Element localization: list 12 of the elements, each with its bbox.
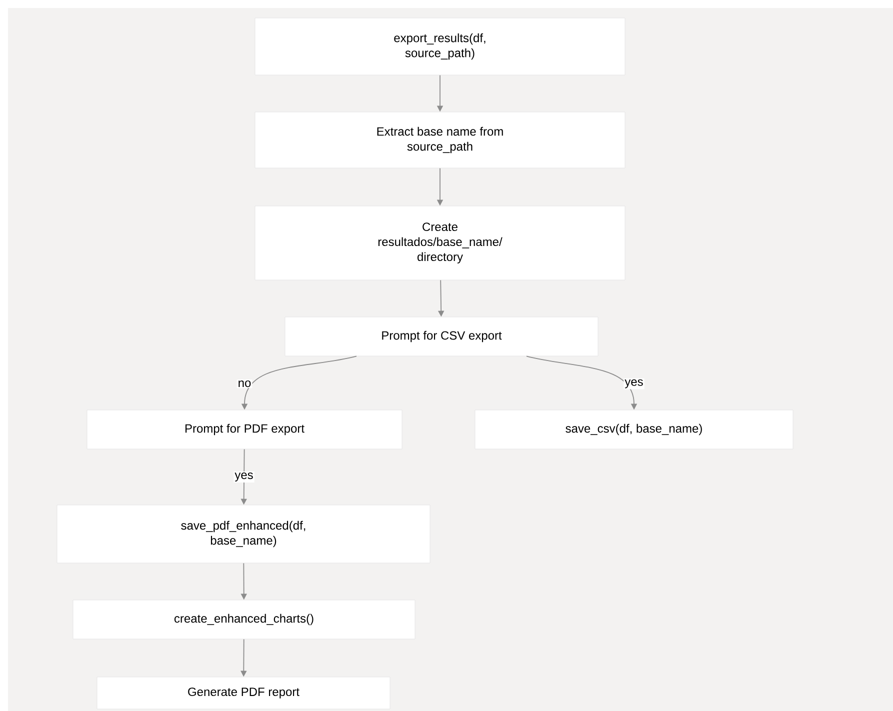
process-box: Create resultados/base_name/ directory [254, 206, 626, 280]
edge-label: no [236, 380, 252, 388]
process-box: Prompt for PDF export [86, 410, 402, 450]
process-box: Extract base name from source_path [254, 112, 626, 168]
process-box: Prompt for CSV export [284, 316, 598, 356]
process-box: save_csv(df, base_name) [474, 410, 794, 450]
process-box: Generate PDF report [96, 676, 390, 710]
edge-label: yes [234, 472, 254, 482]
process-box: export_results(df, source_path) [254, 18, 626, 76]
process-box: save_pdf_enhanced(df, base_name) [56, 504, 430, 564]
process-box: create_enhanced_charts() [72, 600, 416, 640]
edge-label: yes [624, 378, 644, 390]
